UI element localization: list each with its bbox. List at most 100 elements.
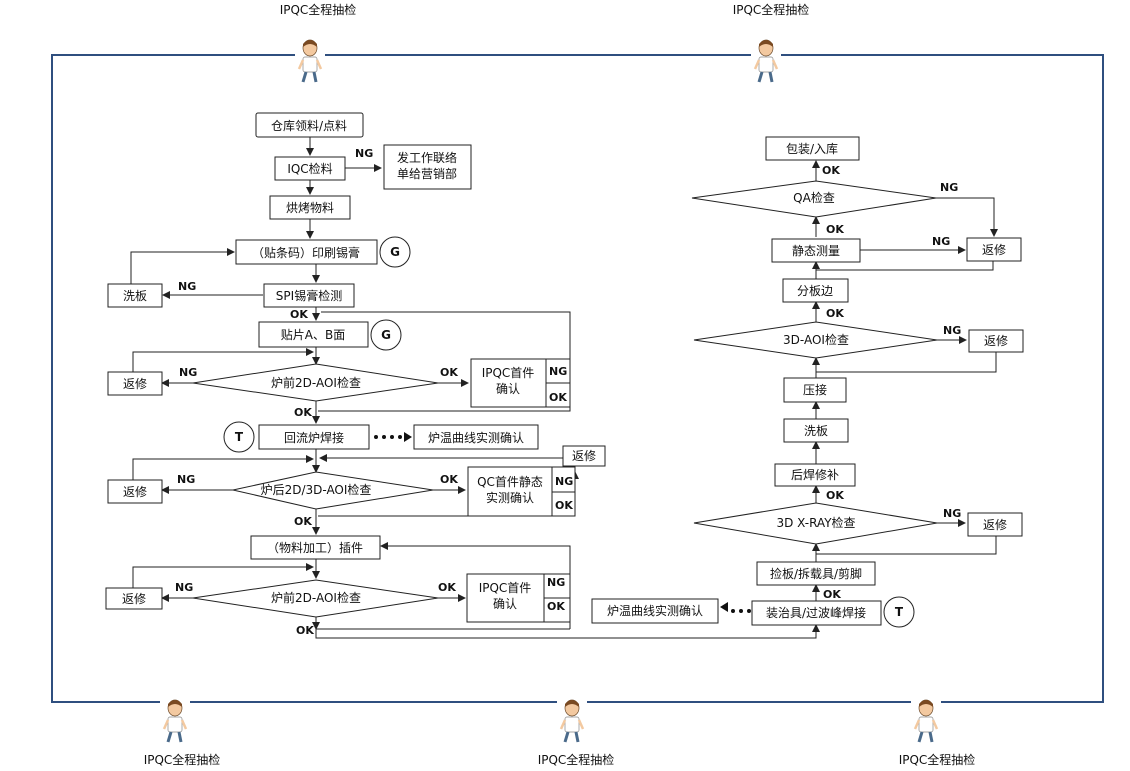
node-rework-aoi3d: 返修 bbox=[968, 329, 1024, 353]
node-label: IQC检料 bbox=[287, 161, 332, 176]
node-place: 贴片A、B面 bbox=[258, 321, 369, 348]
node-rework-static: 返修 bbox=[966, 237, 1022, 262]
node-press: 压接 bbox=[783, 377, 847, 403]
dotted-link-reflow-profile bbox=[374, 432, 412, 442]
node-label: （物料加工）插件 bbox=[267, 541, 363, 555]
node-label: 捡板/拆载具/剪脚 bbox=[770, 566, 862, 581]
node-label: 洗板 bbox=[123, 289, 147, 303]
inspector-label: IPQC全程抽检 bbox=[538, 752, 615, 767]
marker-label: G bbox=[381, 328, 391, 342]
edges-right bbox=[812, 160, 998, 602]
node-label: SPI锡膏检测 bbox=[276, 288, 342, 303]
node-warehouse: 仓库领料/点料 bbox=[255, 112, 364, 138]
ng-label: NG bbox=[932, 235, 950, 248]
node-wave: 装治具/过波峰焊接 bbox=[751, 600, 882, 626]
node-bake: 烘烤物料 bbox=[269, 195, 351, 220]
node-label: 分板边 bbox=[797, 284, 833, 298]
node-label: 返修 bbox=[123, 376, 147, 391]
ok-label: OK bbox=[290, 308, 308, 321]
node-label: 压接 bbox=[803, 382, 827, 397]
node-label: （贴条码）印刷锡膏 bbox=[252, 245, 360, 260]
node-label-line2: 确认 bbox=[496, 382, 520, 396]
ok-label: OK bbox=[826, 489, 844, 502]
ng-label: NG bbox=[179, 366, 197, 379]
ok-label: OK bbox=[294, 406, 312, 419]
node-rework-top: 返修 bbox=[562, 445, 606, 467]
node-pick: 捡板/拆载具/剪脚 bbox=[756, 561, 876, 586]
node-label: 3D X-RAY检查 bbox=[776, 515, 855, 530]
marker-g-place: G bbox=[370, 319, 402, 351]
ng-label: NG bbox=[175, 581, 193, 594]
inspector-label: IPQC全程抽检 bbox=[733, 2, 810, 17]
ok-label: OK bbox=[823, 588, 841, 601]
node-pre-aoi2: 炉前2D-AOI检查 bbox=[192, 579, 439, 618]
marker-g-print: G bbox=[379, 236, 411, 268]
node-label-line2: 确认 bbox=[493, 597, 517, 611]
node-label-line2: 单给营销部 bbox=[397, 166, 457, 181]
ok-label: OK bbox=[822, 164, 840, 177]
inspector-bottom-right: IPQC全程抽检 bbox=[899, 684, 975, 767]
ng-label: NG bbox=[549, 365, 567, 378]
node-pack: 包装/入库 bbox=[765, 136, 860, 161]
inspector-bottom-middle: IPQC全程抽检 bbox=[538, 684, 615, 767]
marker-t-wave: T bbox=[883, 596, 915, 628]
node-aoi3d: 3D-AOI检查 bbox=[693, 321, 938, 359]
node-label: 静态测量 bbox=[792, 244, 840, 258]
node-split: 分板边 bbox=[782, 278, 849, 303]
node-label-line1: QC首件静态 bbox=[477, 475, 543, 489]
ok-label: OK bbox=[549, 391, 567, 404]
node-ipqc1: IPQC首件 确认 bbox=[470, 358, 547, 408]
node-label: QA检查 bbox=[793, 190, 835, 205]
node-process: （物料加工）插件 bbox=[250, 535, 381, 560]
node-label: 炉后2D/3D-AOI检查 bbox=[261, 482, 372, 497]
ipqc1-status-box bbox=[545, 358, 571, 408]
node-iqc: IQC检料 bbox=[274, 156, 346, 181]
node-label: 包装/入库 bbox=[786, 141, 838, 156]
node-repair: 后焊修补 bbox=[774, 463, 856, 487]
node-label: 返修 bbox=[984, 333, 1008, 348]
ok-label: OK bbox=[826, 307, 844, 320]
node-label: 炉前2D-AOI检查 bbox=[271, 375, 361, 390]
node-label: 炉前2D-AOI检查 bbox=[271, 590, 361, 605]
inspector-top-left: IPQC全程抽检 bbox=[280, 2, 357, 84]
node-spi: SPI锡膏检测 bbox=[263, 283, 355, 308]
node-label-line2: 实测确认 bbox=[486, 490, 534, 505]
node-rework3: 返修 bbox=[105, 587, 163, 610]
node-wash2: 洗板 bbox=[783, 418, 849, 443]
ng-label: NG bbox=[178, 280, 196, 293]
ipqc2-status-box bbox=[543, 573, 571, 623]
node-label-line1: IPQC首件 bbox=[482, 366, 535, 380]
node-xray: 3D X-RAY检查 bbox=[693, 502, 938, 545]
node-contact: 发工作联络 单给营销部 bbox=[383, 144, 472, 190]
ng-label: NG bbox=[940, 181, 958, 194]
node-qa: QA检查 bbox=[691, 180, 937, 218]
node-label: 仓库领料/点料 bbox=[271, 118, 347, 133]
node-rework-xray: 返修 bbox=[967, 512, 1023, 537]
node-pre-aoi1: 炉前2D-AOI检查 bbox=[192, 363, 439, 402]
node-label-line1: IPQC首件 bbox=[479, 581, 532, 595]
node-label-line1: 发工作联络 bbox=[397, 150, 457, 165]
node-label: 返修 bbox=[122, 591, 146, 606]
marker-label: T bbox=[235, 430, 244, 444]
node-oven-profile1: 炉温曲线实测确认 bbox=[413, 424, 539, 450]
node-label: 返修 bbox=[123, 484, 147, 499]
node-label: 回流炉焊接 bbox=[284, 430, 344, 445]
node-oven-profile2: 炉温曲线实测确认 bbox=[591, 598, 719, 624]
ok-label: OK bbox=[294, 515, 312, 528]
node-wash1: 洗板 bbox=[107, 283, 163, 308]
inspector-top-right: IPQC全程抽检 bbox=[733, 2, 810, 84]
ok-label: OK bbox=[440, 366, 458, 379]
node-reflow: 回流炉焊接 bbox=[258, 424, 370, 450]
inspector-bottom-left: IPQC全程抽检 bbox=[144, 684, 220, 767]
marker-label: G bbox=[390, 245, 400, 259]
node-label: 3D-AOI检查 bbox=[783, 332, 849, 347]
node-static: 静态测量 bbox=[771, 238, 861, 263]
inspector-label: IPQC全程抽检 bbox=[280, 2, 357, 17]
ok-label: OK bbox=[547, 600, 565, 613]
node-label: 贴片A、B面 bbox=[281, 328, 345, 342]
node-ipqc2: IPQC首件 确认 bbox=[466, 573, 545, 623]
node-rework2: 返修 bbox=[107, 479, 163, 504]
node-label: 返修 bbox=[572, 448, 596, 463]
ng-label: NG bbox=[555, 475, 573, 488]
ipqc-patrol-frame bbox=[51, 54, 1104, 703]
